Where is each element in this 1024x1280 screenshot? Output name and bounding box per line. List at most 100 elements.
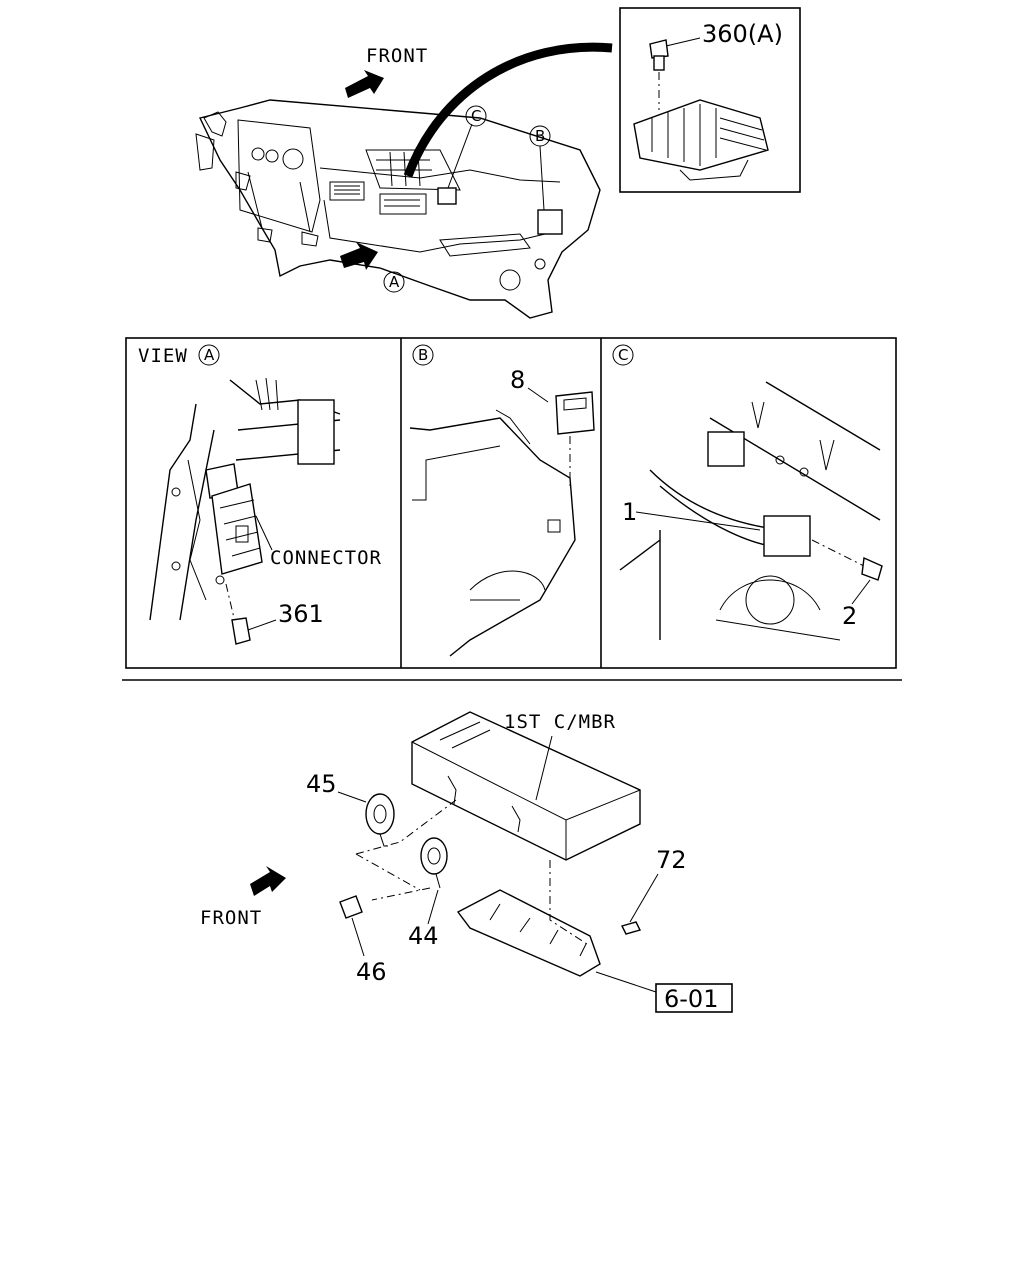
gauge-1 bbox=[251, 147, 265, 161]
connector-leader bbox=[255, 515, 273, 551]
pillar-zigzag bbox=[187, 459, 207, 601]
part-45-label: 45 bbox=[306, 770, 337, 798]
panel-b-curve bbox=[469, 570, 546, 601]
crossmember-edges bbox=[411, 741, 641, 860]
part-1-label: 1 bbox=[622, 498, 637, 526]
ignition-knob bbox=[499, 269, 521, 291]
dashboard-body bbox=[199, 99, 601, 319]
crossmember-inner bbox=[439, 721, 491, 749]
front-arrow-bottom-icon bbox=[250, 866, 286, 896]
horn-assembly-axes bbox=[355, 799, 457, 901]
fuse-block-ribs bbox=[719, 117, 767, 151]
horn-assembly: 1ST C/MBR 45 44 46 FRONT 72 6-01 bbox=[200, 711, 733, 1013]
panel-b-outline bbox=[409, 417, 576, 657]
bolt-361 bbox=[231, 617, 251, 645]
clip-a bbox=[297, 399, 335, 465]
pillar-outline bbox=[149, 403, 215, 621]
view-c-title-circle-text: C bbox=[618, 346, 628, 364]
member-brackets bbox=[447, 775, 521, 833]
front-arrow-icon bbox=[345, 70, 384, 98]
splash-cover-ribs bbox=[489, 903, 587, 957]
detail-panels-frame bbox=[125, 337, 897, 669]
relay-c-overview bbox=[437, 187, 457, 205]
steering-hub bbox=[745, 575, 795, 625]
bolt-2-axis bbox=[811, 539, 865, 567]
splash-cover bbox=[456, 889, 601, 977]
panel-b-inner bbox=[412, 409, 531, 501]
horn-44 bbox=[420, 837, 448, 875]
bolt-360-head bbox=[649, 39, 669, 59]
part-46-leader bbox=[351, 917, 365, 957]
glove-box bbox=[439, 233, 531, 257]
radio-slot bbox=[379, 193, 427, 215]
part-2-leader bbox=[851, 579, 871, 605]
front-label-bottom: FRONT bbox=[200, 907, 262, 929]
horn-44-bracket bbox=[435, 873, 441, 889]
dash-lower-line bbox=[323, 199, 546, 253]
callout-a-circle bbox=[383, 271, 405, 293]
part-72-label: 72 bbox=[656, 846, 687, 874]
bolt-2 bbox=[861, 556, 883, 581]
inset-frame bbox=[619, 7, 801, 193]
callout-a-text: A bbox=[389, 273, 400, 291]
callout-c-leader bbox=[447, 123, 473, 189]
wiper-stalk bbox=[203, 111, 227, 137]
part-44-label: 44 bbox=[408, 922, 439, 950]
part-1-leader bbox=[635, 511, 761, 531]
part-2-label: 2 bbox=[842, 602, 857, 630]
callout-b-leader bbox=[539, 145, 545, 211]
connector-a bbox=[211, 483, 263, 575]
bolt-46 bbox=[339, 895, 363, 919]
vent-left-slats bbox=[334, 185, 360, 195]
ref-box-label: 6-01 bbox=[664, 985, 718, 1013]
relay-1 bbox=[763, 515, 811, 557]
ref-box bbox=[655, 983, 733, 1013]
panel-view-c: C 1 2 bbox=[612, 344, 883, 641]
view-b-title-circle-text: B bbox=[418, 346, 428, 364]
ref-box-leader bbox=[595, 971, 657, 993]
pillar-hole-1 bbox=[171, 487, 181, 497]
part-8-label: 8 bbox=[510, 366, 525, 394]
radio-slot-lines bbox=[384, 199, 420, 207]
fuse-block-inset bbox=[633, 99, 769, 171]
instrument-cluster bbox=[237, 119, 321, 233]
front-label-top: FRONT bbox=[366, 45, 428, 67]
horn-44-center bbox=[427, 847, 441, 865]
view-c-title-circle bbox=[612, 344, 634, 366]
member-leader bbox=[535, 735, 553, 801]
fuse-box-detail bbox=[376, 151, 432, 187]
part-45-leader bbox=[337, 791, 367, 803]
dashboard-overview: FRONT C B bbox=[195, 42, 613, 319]
cover-axis bbox=[549, 860, 591, 947]
part-360-label: 360(A) bbox=[702, 20, 783, 48]
crossmember-outline bbox=[411, 711, 641, 861]
part-44-leader bbox=[427, 889, 439, 925]
view-a-title: VIEW bbox=[138, 345, 188, 367]
unit-8 bbox=[555, 391, 595, 435]
fuse-block-base bbox=[679, 159, 749, 181]
callout-b-circle bbox=[529, 125, 551, 147]
part-361-label: 361 bbox=[278, 600, 324, 628]
harness-c bbox=[649, 469, 771, 547]
view-a-title-circle-text: A bbox=[204, 346, 215, 364]
dash-screw bbox=[534, 258, 546, 270]
pedal-3 bbox=[301, 231, 319, 247]
pedal-arms bbox=[247, 171, 311, 233]
relay-c-upper bbox=[707, 431, 745, 467]
gauge-3 bbox=[282, 148, 304, 170]
part-46-label: 46 bbox=[356, 958, 387, 986]
pedal-1 bbox=[235, 171, 251, 191]
bolt-360-leader bbox=[665, 37, 701, 47]
panel-b-screw bbox=[547, 519, 561, 533]
inset-360a: 360(A) bbox=[619, 7, 801, 193]
part-8-leader bbox=[527, 387, 549, 403]
connector-a-window bbox=[235, 525, 249, 543]
gauge-2 bbox=[265, 149, 279, 163]
inset-leader-arrow bbox=[403, 42, 613, 178]
panel-c-studs bbox=[751, 401, 835, 471]
view-a-title-circle bbox=[198, 344, 220, 366]
connector-a-hole bbox=[215, 575, 225, 585]
view-b-title-circle bbox=[412, 344, 434, 366]
